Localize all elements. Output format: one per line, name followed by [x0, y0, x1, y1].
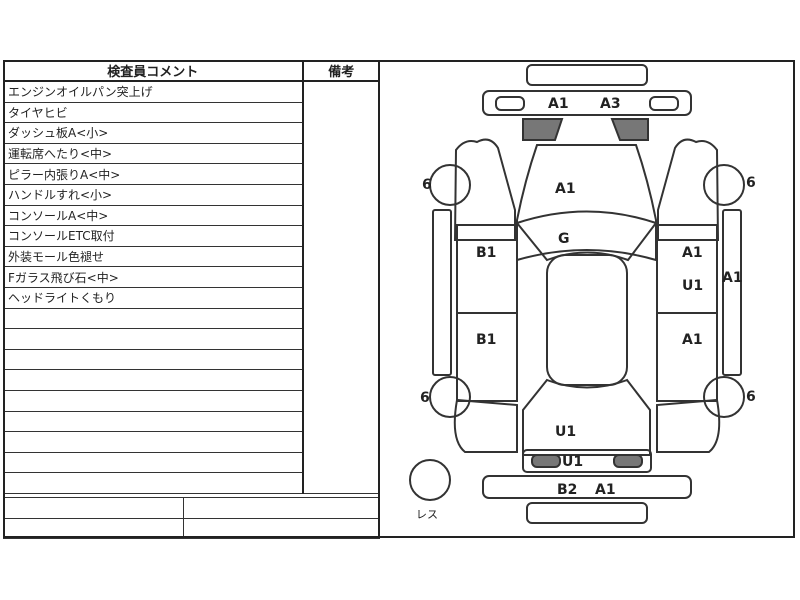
rear-panel — [522, 449, 652, 473]
trunk-grade: U1 — [555, 424, 576, 440]
comment-row: 運転席へたり<中> — [3, 142, 380, 165]
comment-row: Fガラス飛び石<中> — [3, 266, 380, 288]
left-rear-fender — [453, 398, 518, 453]
rear-plate — [526, 502, 648, 524]
windshield-grade: G — [558, 231, 570, 247]
comment-row: ハンドルすれ<小> — [3, 183, 380, 206]
comment-cell: エンジンオイルパン突上げ — [3, 80, 303, 103]
tire-rl-grade: 6 — [420, 390, 430, 406]
right-rear-door-grade: A1 — [682, 332, 703, 348]
comment-cell: コンソールA<中> — [3, 204, 303, 227]
roof — [546, 254, 628, 386]
left-front-fender — [453, 138, 516, 241]
inspector-comment-table: 検査員コメント 備考 エンジンオイルパン突上げタイヤヒビダッシュ板A<小>運転席… — [3, 60, 380, 540]
rear-bumper-grade-2: A1 — [595, 482, 616, 498]
comment-cell: Fガラス飛び石<中> — [3, 266, 303, 288]
tire-rear-left — [429, 376, 471, 418]
right-front-door-grade: A1 — [682, 245, 703, 261]
hood-grade: A1 — [555, 181, 576, 197]
right-sill-grade: A1 — [722, 270, 743, 286]
right-sill — [722, 209, 742, 376]
tire-front-left — [429, 164, 471, 206]
right-rear-fender — [656, 398, 721, 453]
comment-cell: ヘッドライトくもり — [3, 286, 303, 309]
comment-row: コンソールA<中> — [3, 204, 380, 227]
front-bumper-grade-2: A3 — [600, 96, 621, 112]
sheet-frame — [3, 60, 795, 538]
tire-rr-grade: 6 — [746, 389, 756, 405]
left-rear-door-grade: B1 — [476, 332, 496, 348]
left-rear-door — [456, 312, 518, 402]
tire-front-right — [703, 164, 745, 206]
rear-bumper — [482, 475, 692, 499]
headlight-left — [522, 118, 564, 141]
rear-panel-grade: U1 — [562, 454, 583, 470]
windshield — [515, 210, 658, 262]
tire-fl-grade: 6 — [422, 177, 432, 193]
front-plate — [526, 64, 648, 86]
right-front-door — [656, 224, 718, 314]
front-bumper — [482, 90, 692, 116]
spare-tire — [409, 459, 451, 501]
left-front-door — [456, 224, 518, 314]
left-sill — [432, 209, 452, 376]
rear-bumper-grade: B2 — [557, 482, 577, 498]
right-front-door-grade-2: U1 — [682, 278, 703, 294]
left-front-door-grade: B1 — [476, 245, 496, 261]
comment-header: 検査員コメント — [3, 60, 303, 82]
comment-row: ヘッドライトくもり — [3, 286, 380, 309]
front-bumper-grade: A1 — [548, 96, 569, 112]
right-rear-door — [656, 312, 718, 402]
spare-tire-label: レス — [416, 508, 438, 521]
comment-row — [3, 410, 380, 433]
hood — [516, 144, 657, 262]
tire-fr-grade: 6 — [746, 175, 756, 191]
comment-row: エンジンオイルパン突上げ — [3, 80, 380, 103]
comment-row: 外装モール色褪せ — [3, 245, 380, 268]
tire-rear-right — [703, 376, 745, 418]
comment-row — [3, 369, 380, 391]
car-damage-diagram: A1 A3 A1 G B1 B1 A1 U1 A1 A1 U1 U1 B2 A1… — [380, 60, 795, 538]
comment-cell: ハンドルすれ<小> — [3, 183, 303, 206]
trunk — [522, 378, 651, 456]
right-front-fender — [657, 138, 720, 241]
divider — [378, 60, 380, 538]
headlight-right — [610, 118, 649, 141]
